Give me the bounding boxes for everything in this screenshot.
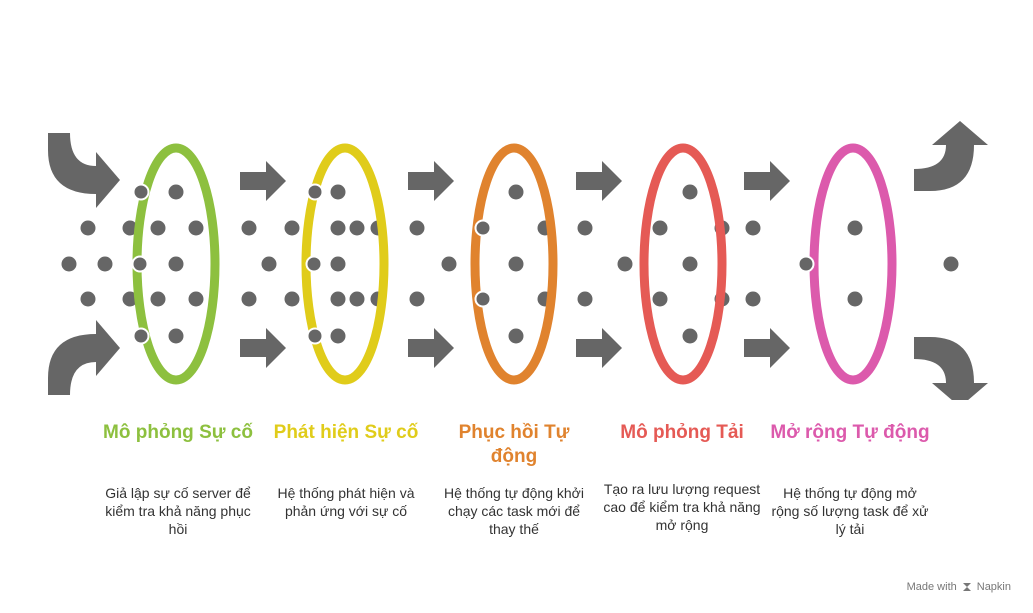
dot (80, 291, 96, 307)
right-arrow (744, 161, 790, 201)
stage-description-detect-failure: Hệ thống phát hiện và phản ứng với sự cố (277, 485, 415, 519)
dot (330, 184, 346, 200)
dot (330, 220, 346, 236)
dot (508, 184, 524, 200)
dot (508, 328, 524, 344)
dot (122, 291, 138, 307)
stage-title-detect-failure: Phát hiện Sự cố (273, 422, 419, 443)
stage-ring (470, 143, 558, 385)
dot (284, 291, 300, 307)
dot (330, 328, 346, 344)
dot (652, 291, 668, 307)
stage-title-auto-recovery: Phục hồi Tự động (458, 422, 570, 467)
entry-arrow-bottom (48, 320, 120, 395)
dot (682, 256, 698, 272)
stage-description-auto-scaling: Hệ thống tự động mở rộng số lượng task đ… (771, 485, 929, 537)
dot (508, 256, 524, 272)
dot (441, 256, 457, 272)
stage-description-auto-recovery: Hệ thống tự động khởi chạy các task mới … (444, 485, 584, 537)
edge-dot (474, 219, 492, 237)
stage-description-simulate-load: Tạo ra lưu lượng request cao để kiểm tra… (603, 481, 761, 533)
exit-arrow-top (914, 121, 988, 191)
dot (577, 291, 593, 307)
dot (409, 220, 425, 236)
edge-dot (132, 327, 150, 345)
stage-title-auto-scaling: Mở rộng Tự động (770, 422, 930, 443)
dots (61, 184, 959, 344)
made-with-label: Made with (906, 581, 957, 593)
dot (168, 184, 184, 200)
edge-dot (131, 255, 149, 273)
stage-description-simulate-failure: Giả lập sự cố server để kiểm tra khả năn… (105, 485, 251, 537)
dot (168, 256, 184, 272)
dot (241, 220, 257, 236)
ring-dots (131, 183, 815, 345)
exit-arrow-bottom (914, 337, 988, 400)
dot (284, 220, 300, 236)
right-arrow (576, 161, 622, 201)
straight-arrows (240, 161, 790, 368)
right-arrow (744, 328, 790, 368)
dot (349, 220, 365, 236)
dot (61, 256, 77, 272)
dot (682, 328, 698, 344)
napkin-brand-label: Napkin (976, 581, 1011, 593)
right-arrow (408, 161, 454, 201)
funnel-diagram (48, 121, 988, 400)
napkin-logo-icon (962, 583, 971, 591)
stage-title-simulate-failure: Mô phỏng Sự cố (103, 422, 253, 443)
stage-ring (639, 143, 727, 385)
dot (241, 291, 257, 307)
dot (943, 256, 959, 272)
dot (847, 220, 863, 236)
edge-dot (306, 183, 324, 201)
entry-arrow-top (48, 133, 120, 208)
edge-dot (797, 255, 815, 273)
dot (330, 256, 346, 272)
dot (261, 256, 277, 272)
dot (577, 220, 593, 236)
dot (617, 256, 633, 272)
right-arrow (576, 328, 622, 368)
dot (150, 291, 166, 307)
right-arrow (240, 161, 286, 201)
edge-dot (305, 255, 323, 273)
dot (150, 220, 166, 236)
dot (745, 220, 761, 236)
dot (847, 291, 863, 307)
dot (188, 291, 204, 307)
dot (330, 291, 346, 307)
stage-title-simulate-load: Mô phỏng Tải (620, 422, 744, 443)
dot (745, 291, 761, 307)
dot (188, 220, 204, 236)
dot (409, 291, 425, 307)
dot (652, 220, 668, 236)
footer-credit[interactable]: Made with Napkin (907, 581, 1011, 593)
edge-dot (132, 183, 150, 201)
right-arrow (408, 328, 454, 368)
dot (682, 184, 698, 200)
dot (122, 220, 138, 236)
right-arrow (240, 328, 286, 368)
dot (97, 256, 113, 272)
dot (80, 220, 96, 236)
edge-dot (474, 290, 492, 308)
dot (349, 291, 365, 307)
dot (168, 328, 184, 344)
edge-dot (306, 327, 324, 345)
stage-ring (809, 143, 897, 385)
